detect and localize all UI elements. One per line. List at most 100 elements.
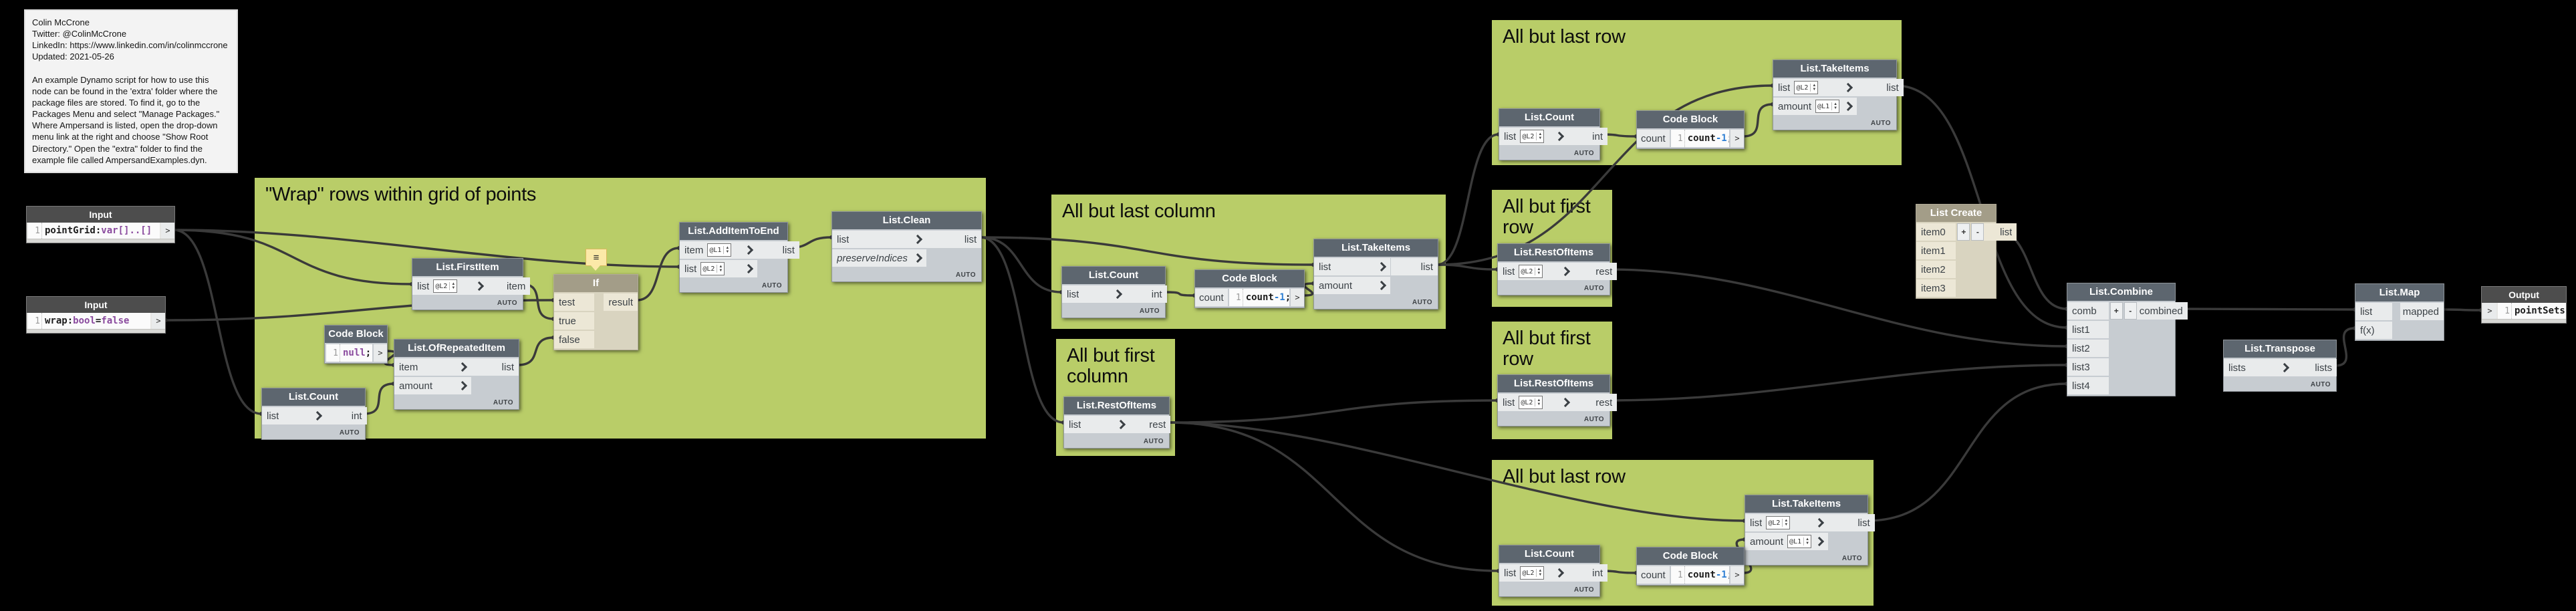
level-selector[interactable]: @L1▲▼ [1787,535,1812,548]
text-note[interactable]: Colin McCrone Twitter: @ColinMcCrone Lin… [24,9,238,173]
node-header[interactable]: List.RestOfItems [1498,375,1609,392]
node-note-icon[interactable]: ≡ [586,249,607,271]
remove-input-button[interactable]: - [1971,223,1984,241]
level-selector[interactable]: @L2▲▼ [433,279,458,293]
use-default-chevron-icon[interactable] [1560,397,1570,408]
use-default-chevron-icon[interactable] [1377,280,1387,291]
node-header[interactable]: List.Map [2355,284,2444,301]
use-default-chevron-icon[interactable] [1116,419,1126,430]
use-default-chevron-icon[interactable] [457,380,467,391]
level-selector[interactable]: @L1▲▼ [707,243,732,257]
use-default-chevron-icon[interactable] [474,281,484,291]
use-default-chevron-icon[interactable] [457,362,467,372]
spinner-down-icon[interactable]: ▼ [1833,106,1838,110]
output-port-rest[interactable]: rest [1573,263,1618,280]
spinner-down-icon[interactable]: ▼ [1538,573,1543,577]
output-port-list[interactable]: list [1828,514,1875,531]
level-selector[interactable]: @L2▲▼ [1794,81,1819,94]
level-selector[interactable]: @L1▲▼ [1815,100,1840,113]
lacing-indicator[interactable]: AUTO [1064,435,1169,448]
level-spinner-icon[interactable]: ▲▼ [1831,102,1837,110]
node-header[interactable]: Code Block [1637,547,1744,565]
spinner-down-icon[interactable]: ▼ [725,250,730,254]
output-port-result[interactable]: result [604,293,638,311]
spinner-down-icon[interactable]: ▼ [1537,402,1541,406]
use-default-chevron-icon[interactable] [2280,362,2290,373]
spinner-up-icon[interactable]: ▲ [1538,569,1543,573]
output-port-rest[interactable]: rest [1130,416,1171,433]
node-header[interactable]: List.RestOfItems [1064,397,1169,414]
input-port-list4[interactable]: list4 [2067,377,2109,394]
spinner-up-icon[interactable]: ▲ [1537,267,1541,271]
use-default-chevron-icon[interactable] [744,263,754,274]
spinner-up-icon[interactable]: ▲ [1537,398,1541,402]
output-port-list[interactable]: list [926,231,982,248]
lacing-indicator[interactable]: AUTO [1498,281,1609,295]
node-header[interactable]: Code Block [1637,111,1744,128]
spinner-down-icon[interactable]: ▼ [1538,136,1543,140]
spinner-up-icon[interactable]: ▲ [451,282,456,286]
level-selector[interactable]: @L2▲▼ [1519,265,1543,278]
spinner-up-icon[interactable]: ▲ [1805,537,1810,541]
input-port-list[interactable]: list@L2▲▼ [1498,263,1574,280]
node-header[interactable]: Output [2482,287,2566,303]
lacing-indicator[interactable]: AUTO [1499,583,1599,596]
output-port[interactable]: > [161,223,174,239]
spinner-up-icon[interactable]: ▲ [725,246,730,250]
node-header[interactable]: List.Combine [2067,283,2175,301]
lacing-indicator[interactable]: AUTO [2224,378,2336,391]
code-line[interactable]: wrap: bool = false [42,313,150,329]
input-port-list[interactable]: list [2355,303,2392,320]
spinner-down-icon[interactable]: ▼ [1805,541,1810,545]
level-spinner-icon[interactable]: ▲▼ [1536,569,1542,577]
input-port-amount[interactable]: amount [394,377,471,394]
input-port-count[interactable]: count [1195,289,1228,306]
lacing-indicator[interactable]: AUTO [832,268,981,281]
output-port-rest[interactable]: rest [1573,394,1618,411]
spinner-up-icon[interactable]: ▲ [1812,84,1817,88]
input-port-amount[interactable]: amount@L1▲▼ [1773,98,1857,115]
input-port-f(x)[interactable]: f(x) [2355,322,2392,339]
code-line[interactable]: count-1; [1684,566,1729,584]
code-line[interactable]: pointGrid: var[]..[] [42,223,160,239]
input-port-true[interactable]: true [554,312,594,330]
level-spinner-icon[interactable]: ▲▼ [723,246,729,254]
spinner-up-icon[interactable]: ▲ [1538,132,1543,136]
node-header[interactable]: List.TakeItems [1745,495,1867,513]
output-port-list[interactable]: list [1984,223,2017,241]
lacing-indicator[interactable]: AUTO [262,426,365,439]
output-port-int[interactable]: int [1568,564,1607,582]
use-default-chevron-icon[interactable] [912,253,922,263]
input-port-preserveIndices[interactable]: preserveIndices [832,249,926,267]
input-port-item0[interactable]: item0 [1916,223,1956,241]
use-default-chevron-icon[interactable] [313,410,323,421]
node-header[interactable]: List Create [1916,205,1996,222]
spinner-down-icon[interactable]: ▼ [451,286,456,290]
output-port-mapped[interactable]: mapped [2400,303,2444,320]
node-header[interactable]: If [554,275,638,292]
input-port-list[interactable]: list [1064,416,1130,433]
level-spinner-icon[interactable]: ▲▼ [1536,132,1542,140]
input-port-list[interactable]: list@L2▲▼ [1745,514,1829,531]
use-default-chevron-icon[interactable] [1113,289,1123,299]
use-default-chevron-icon[interactable] [1843,82,1853,93]
code-line[interactable]: count-1; [1243,289,1289,306]
input-port-list[interactable]: list@L2▲▼ [1499,564,1568,582]
use-default-chevron-icon[interactable] [1554,568,1565,578]
output-port-item[interactable]: item [487,277,531,295]
spinner-down-icon[interactable]: ▼ [1812,88,1817,92]
